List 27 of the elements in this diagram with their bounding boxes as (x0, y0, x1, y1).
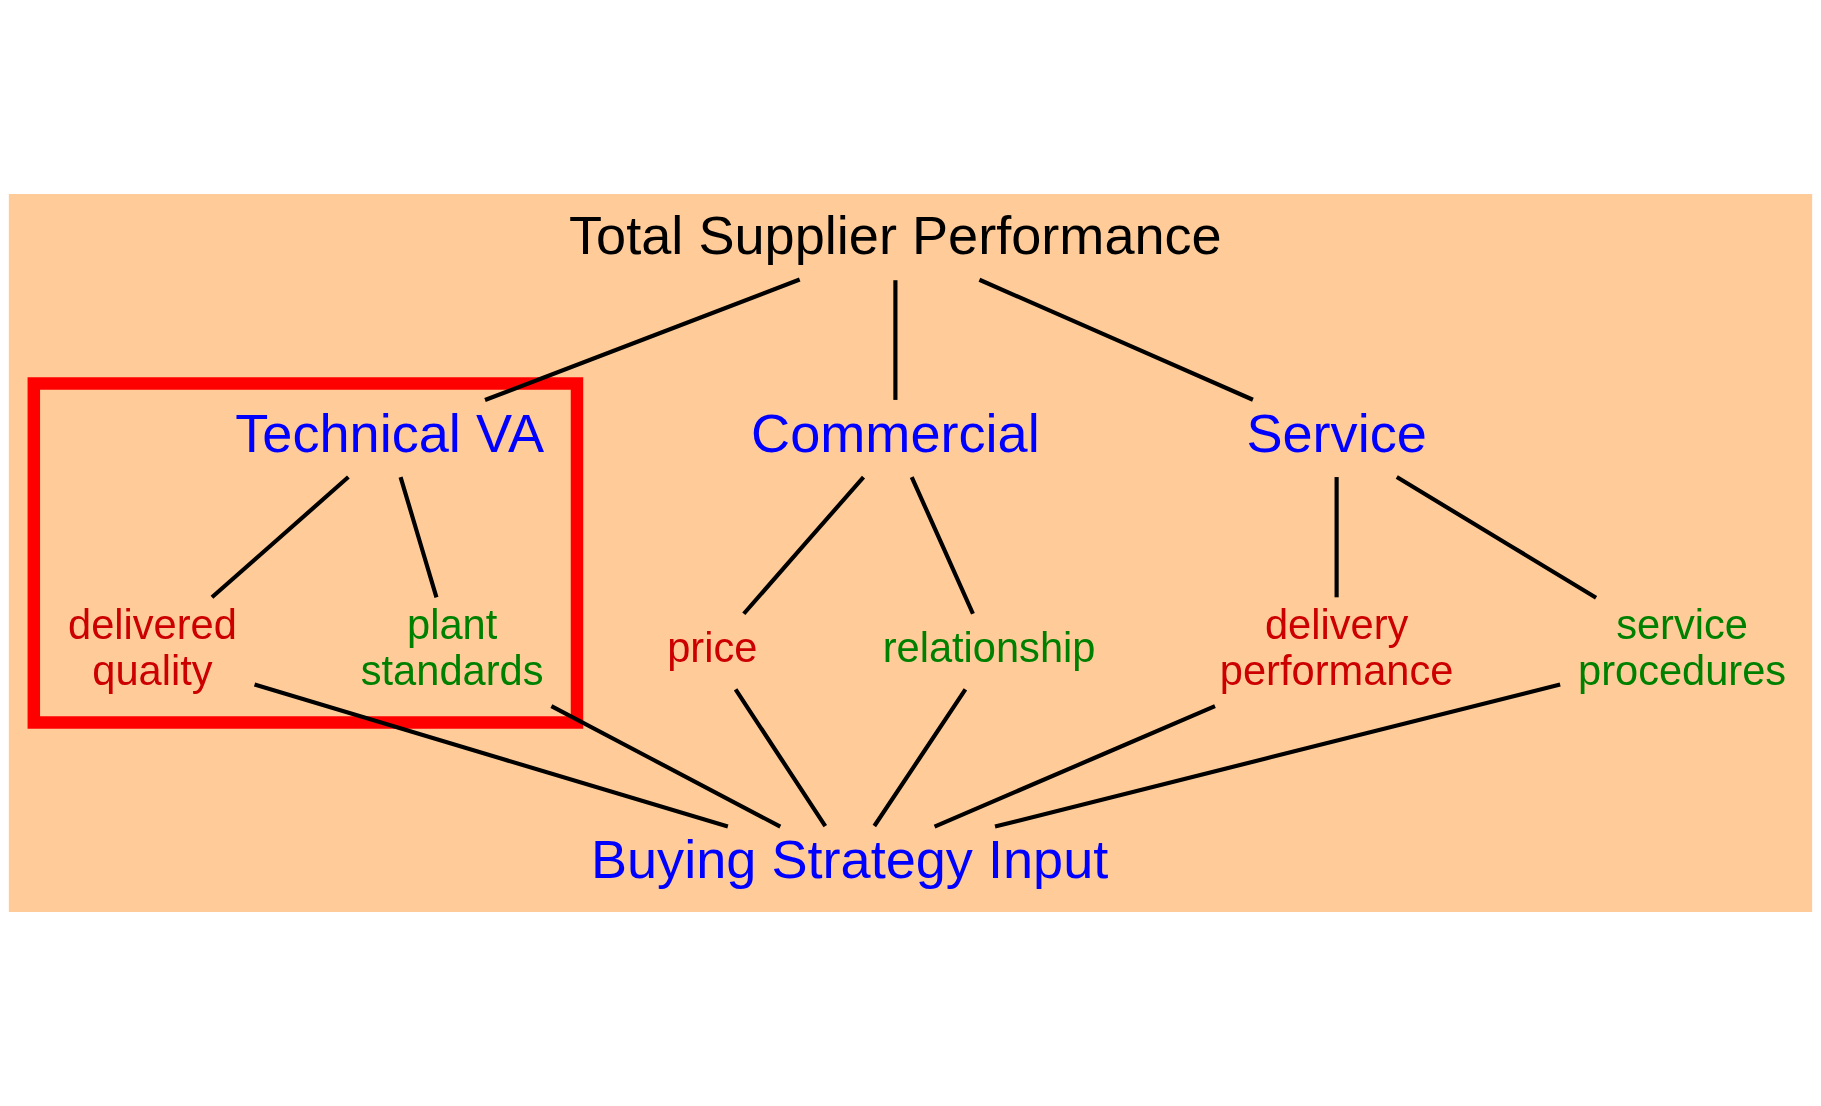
node-text: Service (1246, 402, 1427, 463)
node-text: Technical VA (235, 402, 545, 463)
connector (872, 688, 968, 828)
node-text: delivery performance (1219, 601, 1454, 695)
node-text: relationship (882, 624, 1096, 672)
node-text: delivered quality (68, 601, 237, 695)
connector (742, 475, 866, 616)
cluster (27, 377, 584, 729)
connector (210, 475, 350, 599)
node-text: Total Supplier Performance (569, 204, 1222, 265)
connector (733, 688, 828, 828)
connector (978, 277, 1254, 402)
connector (398, 476, 439, 598)
connector (484, 277, 801, 402)
node-text: plant standards (360, 601, 544, 695)
connector (253, 682, 729, 829)
connector (909, 476, 975, 615)
connector (994, 682, 1561, 829)
connector (933, 704, 1216, 829)
connector (550, 704, 782, 829)
node-text: service procedures (1578, 601, 1787, 695)
node-text: Commercial (751, 402, 1040, 463)
node-text: Buying Strategy Input (590, 829, 1109, 890)
connector (893, 280, 898, 400)
connector (1395, 475, 1598, 600)
connector (1334, 477, 1339, 598)
node-text: price (667, 624, 758, 672)
